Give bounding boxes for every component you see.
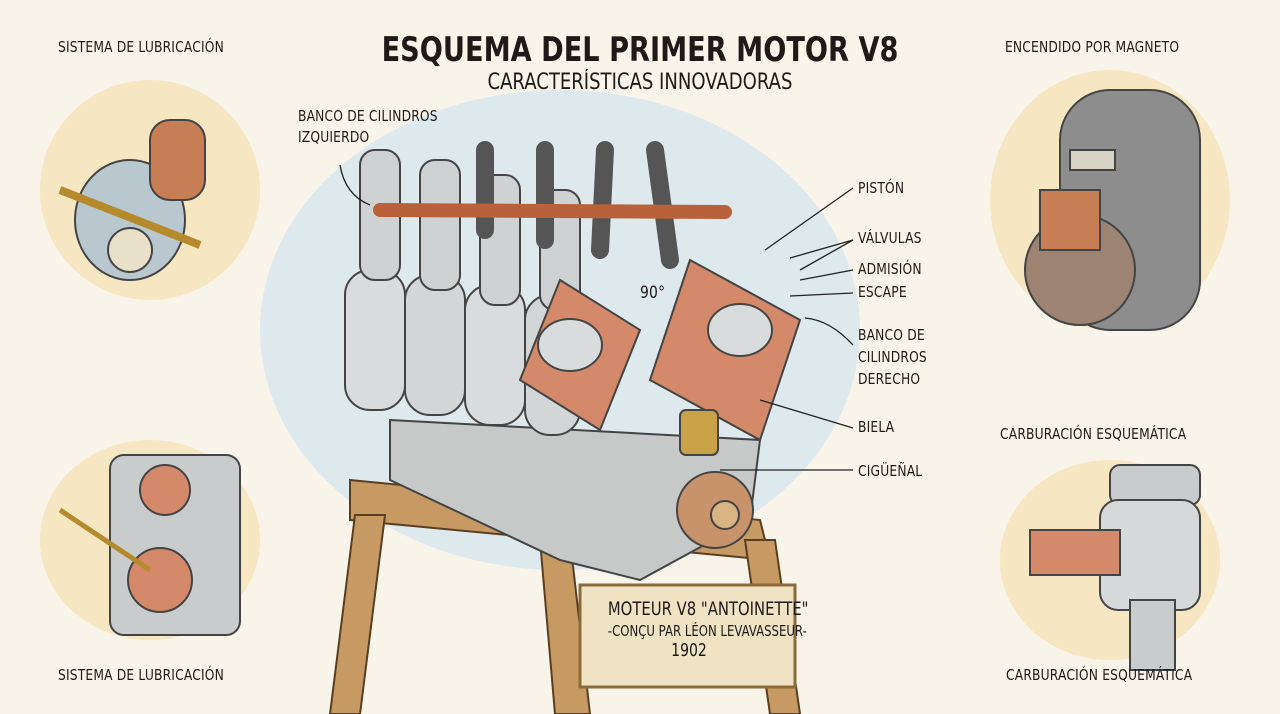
lubrication-sketch-top xyxy=(58,119,206,281)
oil-cup xyxy=(679,409,719,456)
label-angle: 90° xyxy=(640,283,666,303)
magneto-sketch xyxy=(1024,89,1201,331)
plaque-line-1: MOTEUR V8 "ANTOINETTE" xyxy=(607,598,809,620)
label-left-bank-1: BANCO DE CILINDROS xyxy=(298,107,438,125)
label-right-bank-2: CILINDROS xyxy=(858,348,927,366)
title-text: ESQUEMA DEL PRIMER MOTOR V8 xyxy=(381,30,899,70)
plaque-line-3: 1902 xyxy=(671,640,707,661)
label-intake: ADMISIÓN xyxy=(858,260,922,278)
label-rod: BIELA xyxy=(858,418,895,436)
label-carburetion-mid: CARBURACIÓN ESQUEMÁTICA xyxy=(1000,425,1187,443)
label-valves: VÁLVULAS xyxy=(858,229,922,247)
label-piston: PISTÓN xyxy=(858,179,905,197)
page-subtitle: CARACTERÍSTICAS INNOVADORAS xyxy=(0,70,1280,95)
label-right-bank-1: BANCO DE xyxy=(858,326,925,344)
page-title: ESQUEMA DEL PRIMER MOTOR V8 xyxy=(0,30,1280,70)
label-left-bank-2: IZQUIERDO xyxy=(298,128,370,146)
label-exhaust: ESCAPE xyxy=(858,283,907,301)
crankshaft-end xyxy=(710,500,740,530)
label-crankshaft: CIGÜEÑAL xyxy=(858,462,923,480)
intake-manifold xyxy=(373,203,732,219)
label-lubrication-bottom: SISTEMA DE LUBRICACIÓN xyxy=(58,666,224,684)
lubrication-sketch-bottom xyxy=(58,454,241,636)
subtitle-text: CARACTERÍSTICAS INNOVADORAS xyxy=(487,70,793,95)
engine-plaque: MOTEUR V8 "ANTOINETTE" -CONÇU PAR LÉON L… xyxy=(585,588,809,686)
label-lubrication-top: SISTEMA DE LUBRICACIÓN xyxy=(58,38,224,56)
leader-lines xyxy=(339,164,854,471)
carburetor-sketch xyxy=(1029,464,1201,671)
plaque-board xyxy=(578,583,797,689)
label-magneto: ENCENDIDO POR MAGNETO xyxy=(1005,38,1180,56)
plaque-line-2: -CONÇU PAR LÉON LEVAVASSEUR- xyxy=(607,622,807,640)
right-cylinder-bank xyxy=(518,258,802,442)
label-carburetion-bottom: CARBURACIÓN ESQUEMÁTICA xyxy=(1006,666,1193,684)
label-right-bank-3: DERECHO xyxy=(858,370,921,388)
